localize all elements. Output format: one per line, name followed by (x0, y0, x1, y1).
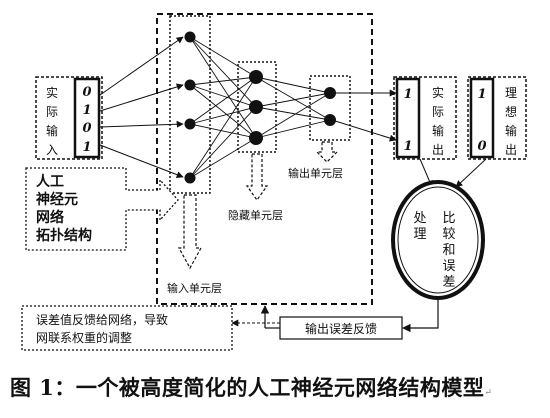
output-bits-box (395, 77, 421, 159)
connection-line (255, 92, 331, 139)
compare-ellipse-inner (397, 186, 479, 294)
connection-line (189, 76, 257, 125)
output-box-outer (393, 76, 457, 160)
compare-label-right: 比 (442, 211, 455, 226)
input-bits-box (73, 77, 101, 159)
compare-label-left: 处 (413, 211, 426, 226)
connection-line (189, 76, 257, 179)
compare-ellipse (391, 180, 485, 300)
svg-text:1: 1 (82, 103, 91, 118)
connection-line (255, 119, 331, 139)
connection-line (189, 137, 257, 179)
ideal-bit: 0 (477, 139, 486, 154)
svg-text:理: 理 (505, 86, 517, 100)
neurons (184, 31, 336, 184)
connection-line (189, 36, 257, 139)
compare-label-right: 差 (442, 275, 455, 290)
network-frame (156, 13, 373, 305)
input-neuron (184, 31, 196, 43)
input-layer-box (169, 15, 211, 194)
svg-text:0: 0 (82, 85, 91, 100)
return-mark: ↵ (484, 388, 493, 398)
adjust-note-line: 误差值反馈给网络，导致 (36, 312, 168, 327)
ideal-bits-box (469, 77, 495, 159)
svg-text:入: 入 (46, 143, 58, 157)
error-feedback-arrow (402, 298, 439, 333)
output-arrow (331, 119, 397, 142)
input-neuron (184, 172, 196, 184)
hidden-neuron (249, 100, 263, 114)
input-layer-label: 输入单元层 (167, 281, 222, 295)
connections (189, 36, 331, 179)
hidden-layer-label: 隐藏单元层 (228, 209, 283, 222)
connection-line (189, 84, 257, 108)
adjust-note-line: 网联系权重的调整 (36, 330, 132, 345)
connection-line (189, 84, 257, 139)
input-box-outer (35, 76, 103, 160)
hidden-neuron (249, 131, 263, 145)
topology-label: 拓扑结构 (36, 227, 92, 244)
topology-label: 人工 (36, 173, 64, 190)
ideal-box-label: 理 想 输 出 (505, 86, 517, 157)
output-box-label: 实 际 输 出 (432, 85, 444, 157)
output-bit: 1 (403, 87, 412, 102)
compare-label-right: 较 (442, 227, 455, 242)
figure-caption: 图 1：一个被高度简化的人工神经元网络结构模型↵ (10, 372, 540, 406)
svg-text:实: 实 (46, 85, 58, 100)
compare-label-right: 和 (442, 243, 455, 258)
output-layer-box (309, 75, 351, 141)
svg-text:实: 实 (432, 85, 444, 100)
compare-label-left: 理 (413, 227, 426, 242)
connection-line (189, 76, 257, 86)
input-arrow (99, 83, 184, 112)
input-layer-pointer-arrow (177, 194, 203, 270)
connection-line (189, 123, 257, 139)
connection-line (255, 92, 331, 108)
input-arrow (99, 120, 184, 128)
input-neuron (184, 79, 196, 91)
svg-text:输: 输 (505, 123, 517, 138)
output-bit: 1 (403, 139, 412, 154)
connection-line (189, 36, 257, 108)
compare-label-right: 误 (442, 259, 455, 274)
connection-line (189, 36, 257, 78)
svg-text:出: 出 (505, 143, 517, 157)
output-layer-pointer-arrow (315, 141, 339, 163)
topology-label: 网络 (36, 209, 64, 226)
topology-label: 神经元 (36, 191, 78, 208)
svg-text:输: 输 (46, 123, 58, 138)
adjust-note-box (21, 305, 233, 351)
error-feedback-label: 输出误差反馈 (305, 321, 377, 336)
output-neuron (324, 114, 336, 126)
svg-text:输: 输 (432, 123, 444, 138)
svg-text:想: 想 (505, 104, 517, 119)
svg-text:际: 际 (432, 105, 444, 119)
connection-line (189, 106, 257, 179)
hidden-neuron (249, 70, 263, 84)
svg-text:出: 出 (432, 143, 444, 157)
connection-line (255, 76, 331, 94)
output-neuron (324, 87, 336, 99)
input-neuron (184, 118, 196, 130)
to-compare-arrow (455, 158, 487, 188)
input-bits: 0 1 0 1 (82, 85, 91, 155)
connection-line (255, 106, 331, 121)
input-arrow (99, 144, 184, 178)
connection-line (189, 106, 257, 125)
figure-caption-text: 图 1：一个被高度简化的人工神经元网络结构模型 (10, 375, 485, 400)
svg-text:际: 际 (46, 105, 58, 119)
svg-text:1: 1 (82, 140, 91, 155)
output-layer-label: 输出单元层 (288, 166, 343, 180)
connection-line (255, 76, 331, 121)
input-box-label: 实 际 输 入 (46, 85, 58, 157)
input-arrow (99, 36, 184, 96)
topology-callout (25, 167, 179, 251)
ideal-bit: 1 (477, 87, 486, 102)
hidden-layer-pointer-arrow (245, 153, 269, 202)
svg-text:0: 0 (82, 121, 91, 136)
